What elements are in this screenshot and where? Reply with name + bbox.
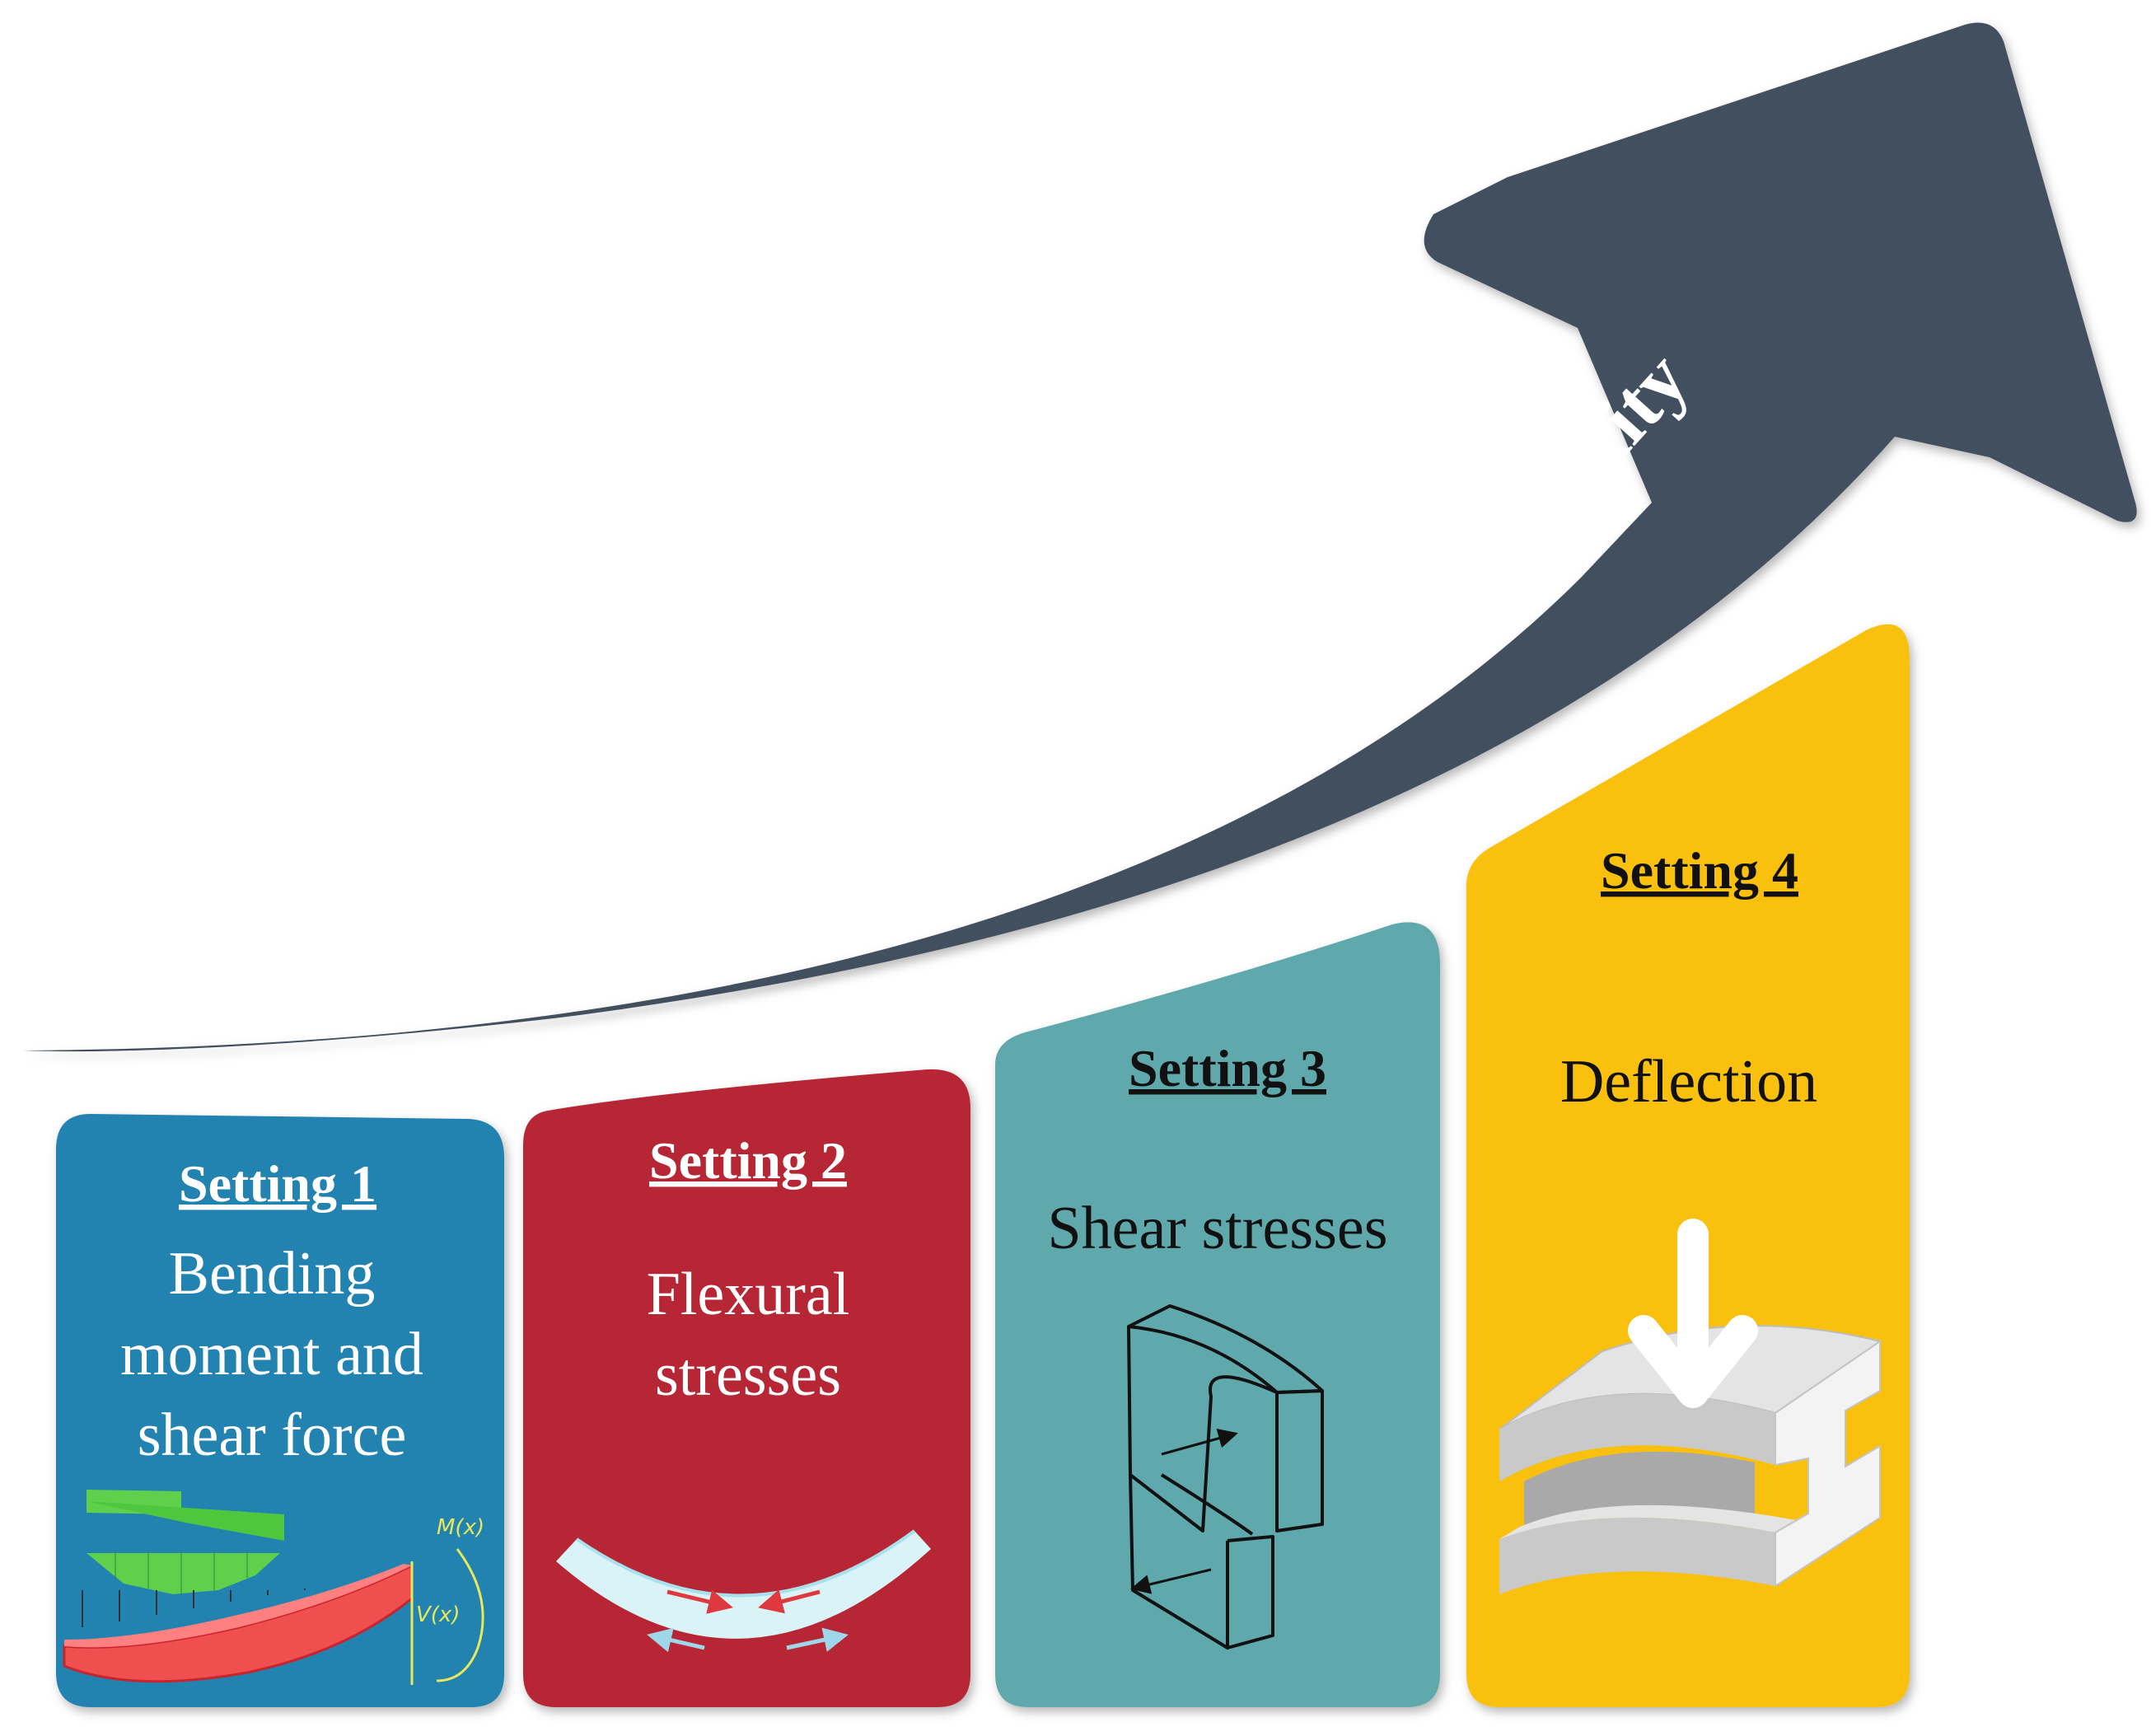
complexity-arrow bbox=[23, 22, 2137, 1052]
moment-arc-icon bbox=[436, 1548, 484, 1682]
setting-2-panel bbox=[523, 1069, 970, 1707]
setting-2-card: Setting 2 Flexural stresses bbox=[523, 1069, 970, 1707]
setting-3-panel bbox=[995, 922, 1440, 1707]
setting-4-title: Setting 4 bbox=[1601, 841, 1798, 900]
curved-beam bbox=[556, 1531, 931, 1639]
setting-3-title: Setting 3 bbox=[1129, 1039, 1326, 1097]
i-beam-bottom-flange bbox=[1499, 1517, 1775, 1594]
beam-moment-shear-diagram: M(x) V(x) bbox=[63, 1490, 484, 1685]
deflected-i-beam-icon bbox=[1499, 1219, 1882, 1594]
moment-label: M(x) bbox=[437, 1515, 484, 1540]
tension-arrow-right bbox=[786, 1627, 849, 1652]
compression-arrow-left bbox=[666, 1589, 733, 1614]
setting-3-line-1: Shear stresses bbox=[1047, 1195, 1387, 1262]
setting-1-line-1: Bending bbox=[169, 1240, 376, 1308]
distributed-load-arrows bbox=[82, 1589, 306, 1627]
tension-arrow-left bbox=[647, 1628, 705, 1653]
i-beam-top-flange-front bbox=[1499, 1393, 1775, 1481]
shear-label: V(x) bbox=[416, 1603, 460, 1627]
setting-1-card: Setting 1 Bending moment and shear force… bbox=[56, 1114, 504, 1707]
setting-4-card: Setting 4 Deflection bbox=[1466, 624, 1910, 1708]
curved-beam-flexural-stress-icon bbox=[556, 1529, 931, 1653]
setting-1-title: Setting 1 bbox=[179, 1154, 376, 1213]
shear-diagram-middle bbox=[87, 1501, 284, 1541]
down-arrow-icon bbox=[1628, 1219, 1758, 1408]
setting-4-line-1: Deflection bbox=[1560, 1048, 1817, 1116]
i-beam-end-face bbox=[1775, 1340, 1881, 1588]
sheared-block-icon bbox=[1127, 1304, 1324, 1649]
moment-diagram bbox=[87, 1553, 280, 1594]
compression-arrow-right bbox=[758, 1589, 821, 1614]
setting-2-line-2: stresses bbox=[655, 1341, 841, 1409]
setting-1-line-2: moment and bbox=[120, 1321, 423, 1388]
setting-1-line-3: shear force bbox=[138, 1401, 407, 1469]
setting-3-card: Setting 3 Shear stresses bbox=[995, 922, 1440, 1707]
setting-2-title: Setting 2 bbox=[649, 1131, 847, 1190]
setting-2-line-1: Flexural bbox=[647, 1261, 850, 1328]
